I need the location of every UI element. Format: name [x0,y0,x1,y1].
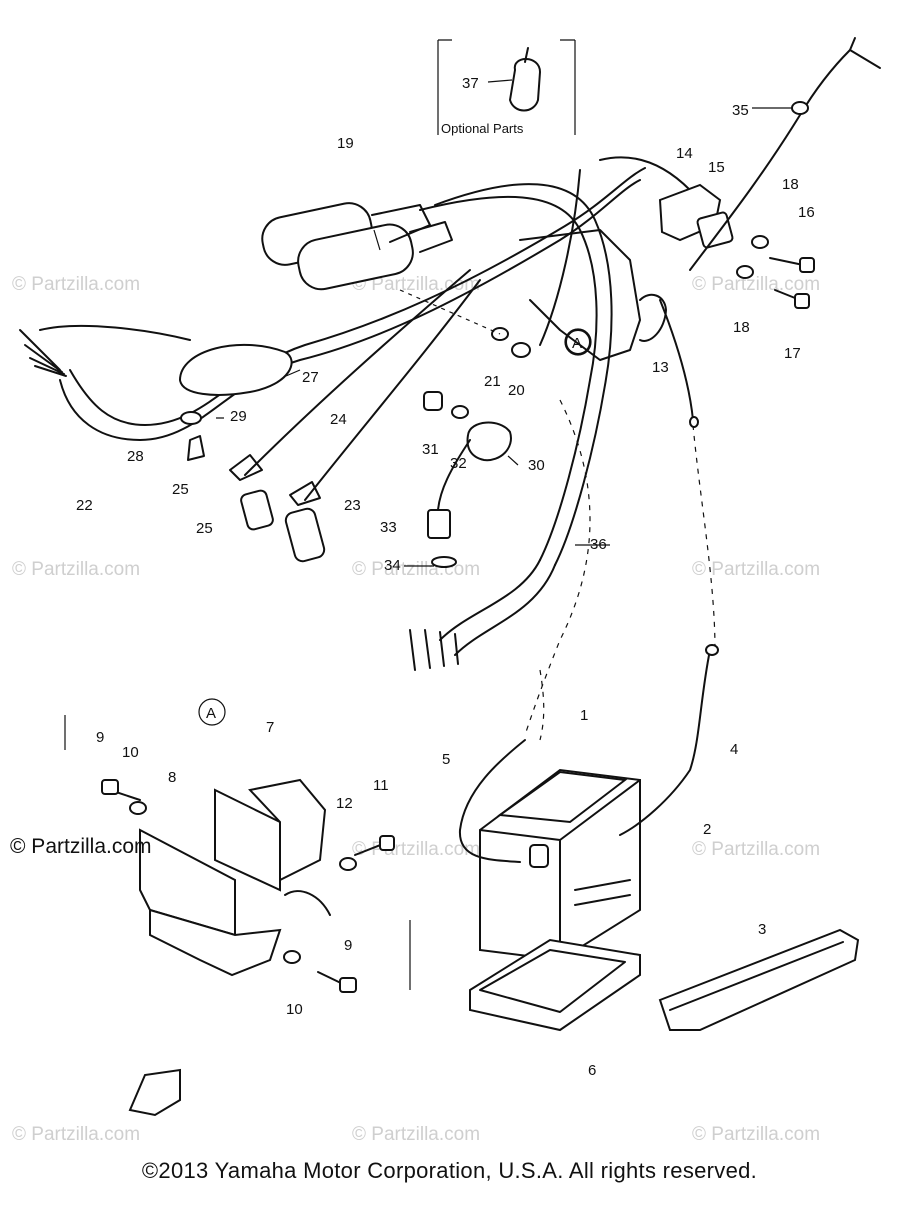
callout-13: 13 [652,359,669,376]
callout-15: 15 [708,159,725,176]
callout-1: 1 [580,707,588,724]
callout-29: 29 [230,408,247,425]
watermark-strong: © Partzilla.com [10,835,152,858]
callout-4: 4 [730,741,738,758]
watermark: © Partzilla.com [692,1124,820,1145]
callout-16: 16 [798,204,815,221]
callout-32: 32 [450,455,467,472]
callouts: 1 2 3 4 5 6 7 8 9 9 10 10 11 12 13 14 15… [76,75,815,1079]
watermark-grid: © Partzilla.com © Partzilla.com © Partzi… [12,274,820,1145]
callout-22: 22 [76,497,93,514]
callout-18a: 18 [782,176,799,193]
watermark: © Partzilla.com [692,274,820,295]
callout-34: 34 [384,557,401,574]
callout-17: 17 [784,345,801,362]
callout-6: 6 [588,1062,596,1079]
callout-letter-a: A [572,335,582,352]
callout-30: 30 [528,457,545,474]
callout-18b: 18 [733,319,750,336]
watermark: © Partzilla.com [12,1124,140,1145]
callout-24: 24 [330,411,347,428]
callout-9a: 9 [96,729,104,746]
callout-10b: 10 [286,1001,303,1018]
watermark: © Partzilla.com [12,274,140,295]
watermark: © Partzilla.com [692,559,820,580]
callout-8: 8 [168,769,176,786]
copyright-notice: ©2013 Yamaha Motor Corporation, U.S.A. A… [141,1158,758,1183]
callout-31: 31 [422,441,439,458]
callout-14: 14 [676,145,693,162]
callout-25a: 25 [172,481,189,498]
callout-5: 5 [442,751,450,768]
watermark: © Partzilla.com [12,559,140,580]
callout-3: 3 [758,921,766,938]
callout-23: 23 [344,497,361,514]
callout-35: 35 [732,102,749,119]
callout-circle [198,698,226,726]
callout-10a: 10 [122,744,139,761]
callout-9b: 9 [344,937,352,954]
callout-25b: 25 [196,520,213,537]
callout-11: 11 [373,777,389,794]
callout-7: 7 [266,719,274,736]
callout-21: 21 [484,373,501,390]
callout-circle [564,328,592,356]
watermark: © Partzilla.com [352,1124,480,1145]
callout-37: 37 [462,75,479,92]
optional-parts-box [437,39,576,135]
regulator-unit [64,715,411,1117]
callout-33: 33 [380,519,397,536]
callout-20: 20 [508,382,525,399]
callout-28: 28 [127,448,144,465]
optional-parts-label: Optional Parts [441,121,524,136]
battery [458,399,860,1032]
callout-2: 2 [703,821,711,838]
ignition-switch [639,37,881,651]
callout-19: 19 [337,135,354,152]
ignition-coils [261,202,453,291]
callout-27: 27 [302,369,319,386]
callout-12: 12 [336,795,353,812]
watermark: © Partzilla.com [692,839,820,860]
watermark: © Partzilla.com [352,559,480,580]
callout-letter-a: A [206,705,216,722]
